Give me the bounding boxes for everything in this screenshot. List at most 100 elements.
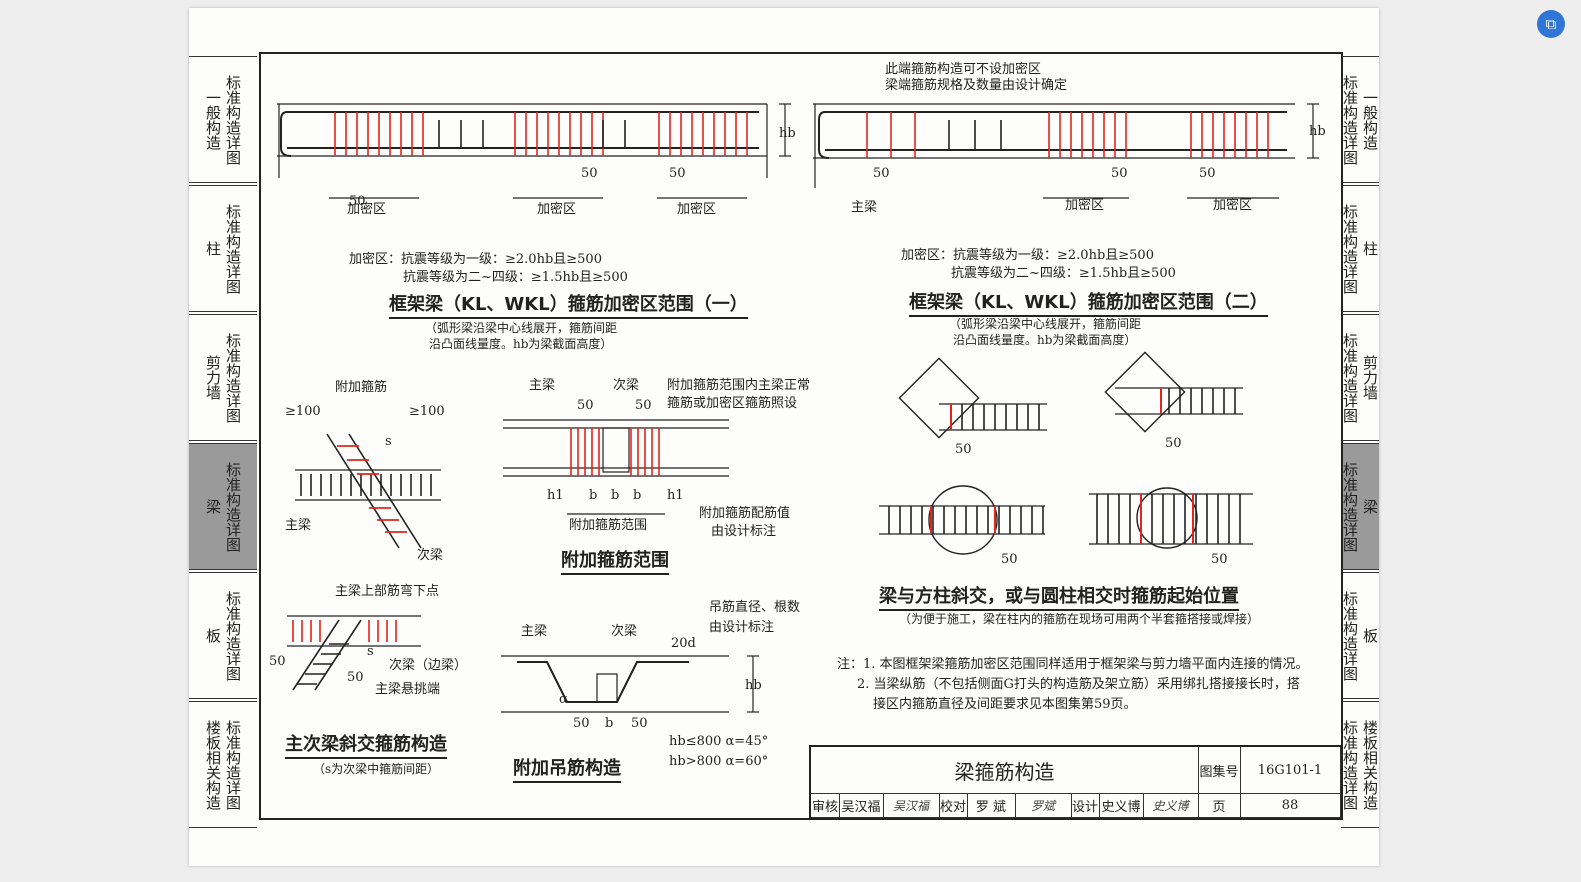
left-tab-label: 标准构造详图 [224,719,242,810]
fig5-title: 主次梁斜交箍筋构造 [285,730,447,759]
fig6-note2: 由设计标注 [709,620,775,635]
fig6-hb: hb [745,678,762,693]
fig6-secondary-beam: 次梁 [611,624,638,639]
fig5-edge-beam: 次梁（边梁） [389,658,468,673]
drawing-line [326,433,400,549]
drawing-line [314,619,362,691]
left-tab-label: 标准构造详图 [224,203,242,294]
checker-name: 罗 斌 [967,793,1016,818]
fig2-callout1: 此端箍筋构造可不设加密区 [885,62,1042,77]
fig4-zone: 附加箍筋范围 [569,518,648,533]
right-tab-4[interactable]: 标准构造详图板 [1341,572,1379,699]
left-tab-5[interactable]: 楼板相关构造标准构造详图 [189,701,257,828]
fig2-zone-b: 加密区 [1213,198,1253,213]
right-tab-5[interactable]: 标准构造详图楼板相关构造 [1341,701,1379,828]
fig6-title: 附加吊筋构造 [513,754,621,783]
fig7-dim-50-a: 50 [955,442,972,457]
fig1-note1: （弧形梁沿梁中心线展开，箍筋间距 [425,321,618,335]
fig3-secondary-beam: 次梁 [417,548,444,563]
right-tab-category: 楼板相关构造 [1361,719,1379,810]
left-tab-4[interactable]: 板标准构造详图 [189,572,257,699]
left-tab-category: 一般构造 [204,89,222,150]
left-tab-2[interactable]: 剪力墙标准构造详图 [189,314,257,441]
atlas-number: 16G101-1 [1240,747,1341,794]
fig7-dim-50-b: 50 [1165,436,1182,451]
right-tab-strip: 标准构造详图一般构造标准构造详图柱标准构造详图剪力墙标准构造详图梁标准构造详图板… [1341,56,1379,830]
left-tab-strip: 一般构造标准构造详图柱标准构造详图剪力墙标准构造详图梁标准构造详图板标准构造详图… [189,56,257,830]
fig7-round-column [1136,487,1198,549]
left-tab-label: 标准构造详图 [224,590,242,681]
translate-button[interactable]: ⧉ [1537,10,1565,38]
left-tab-label: 标准构造详图 [224,74,242,165]
reviewer-signature: 吴汉福 [883,793,940,818]
page-label: 页 [1198,793,1241,818]
fig4-secondary-beam-section [602,427,630,473]
fig4-note1: 附加箍筋范围内主梁正常 [667,378,811,393]
fig6-alpha: α [559,692,568,707]
fig6-dim-50-a: 50 [573,716,590,731]
fig7-square-column [898,357,980,439]
right-tab-0[interactable]: 标准构造详图一般构造 [1341,56,1379,183]
fig4-note2: 箍筋或加密区箍筋照设 [667,396,798,411]
fig2-dim-50-b: 50 [1111,166,1128,181]
left-tab-3[interactable]: 梁标准构造详图 [189,443,257,570]
fig4-h1-b: h1 [667,488,684,503]
fig4-value1: 附加箍筋配筋值 [699,506,791,521]
fig4-value2: 由设计标注 [711,524,777,539]
fig2-hb: hb [1309,124,1326,139]
left-tab-category: 柱 [204,241,222,256]
right-tab-category: 板 [1361,628,1379,643]
right-tab-label: 标准构造详图 [1341,203,1359,294]
fig2-main-beam: 主梁 [851,200,878,215]
fig4-b-a: b [589,488,598,503]
fig2-title: 框架梁（KL、WKL）箍筋加密区范围（二） [909,288,1268,317]
right-tab-category: 一般构造 [1361,89,1379,150]
designer-signature: 史义博 [1143,793,1199,818]
review-label: 审核 [811,793,840,818]
fig5-cantilever: 主梁悬挑端 [375,682,441,697]
left-tab-category: 剪力墙 [204,355,222,400]
left-tab-1[interactable]: 柱标准构造详图 [189,185,257,312]
fig1-req2: 抗震等级为二~四级：≥1.5hb且≥500 [403,270,628,285]
note-1: 注：1. 本图框架梁箍筋加密区范围同样适用于框架梁与剪力墙平面内连接的情况。 [837,657,1309,672]
fig7-dim-50-d: 50 [1211,552,1228,567]
right-tab-label: 标准构造详图 [1341,461,1359,552]
fig1-dim-50-c: 50 [669,166,686,181]
fig1-hb: hb [779,126,796,141]
fig6-rule1: hb≤800 α=45° [669,734,769,749]
fig6-rule2: hb>800 α=60° [669,754,769,769]
checker-signature: 罗斌 [1015,793,1072,818]
fig2-callout2: 梁端箍筋规格及数量由设计确定 [885,78,1068,93]
drawing-page: 一般构造标准构造详图柱标准构造详图剪力墙标准构造详图梁标准构造详图板标准构造详图… [189,8,1379,866]
fig5-dim-50-a: 50 [269,654,286,669]
right-tab-2[interactable]: 标准构造详图剪力墙 [1341,314,1379,441]
fig1-dim-50-a: 50 [349,194,366,209]
fig4-secondary-beam: 次梁 [613,378,640,393]
fig2-note2: 沿凸面线量度。hb为梁截面高度） [953,333,1137,347]
fig3-ge100-b: ≥100 [409,404,445,419]
fig1-title: 框架梁（KL、WKL）箍筋加密区范围（一） [389,290,748,319]
right-tab-1[interactable]: 标准构造详图柱 [1341,185,1379,312]
fig7-dim-50-c: 50 [1001,552,1018,567]
fig7-square-column [1104,351,1186,433]
left-tab-category: 梁 [204,499,222,514]
left-tab-0[interactable]: 一般构造标准构造详图 [189,56,257,183]
fig1-zone-a: 加密区 [347,202,387,217]
fig2-zone-a: 加密区 [1065,198,1105,213]
fig6-b: b [605,716,614,731]
fig2-dim-50-c: 50 [1199,166,1216,181]
fig3-note: （s为次梁中箍筋间距） [313,762,440,776]
fig4-dim-50-a: 50 [577,398,594,413]
fig4-dim-50-b: 50 [635,398,652,413]
right-tab-label: 标准构造详图 [1341,74,1359,165]
design-label: 设计 [1071,793,1100,818]
fig6-secondary-beam-section [596,673,618,703]
fig1-dim-50-b: 50 [581,166,598,181]
fig5-s: s [367,644,374,659]
right-tab-label: 标准构造详图 [1341,332,1359,423]
right-tab-3[interactable]: 标准构造详图梁 [1341,443,1379,570]
fig1-zone-c: 加密区 [677,202,717,217]
page-number: 88 [1240,793,1341,818]
fig4-title: 附加箍筋范围 [561,546,669,575]
fig1-zone-b: 加密区 [537,202,577,217]
